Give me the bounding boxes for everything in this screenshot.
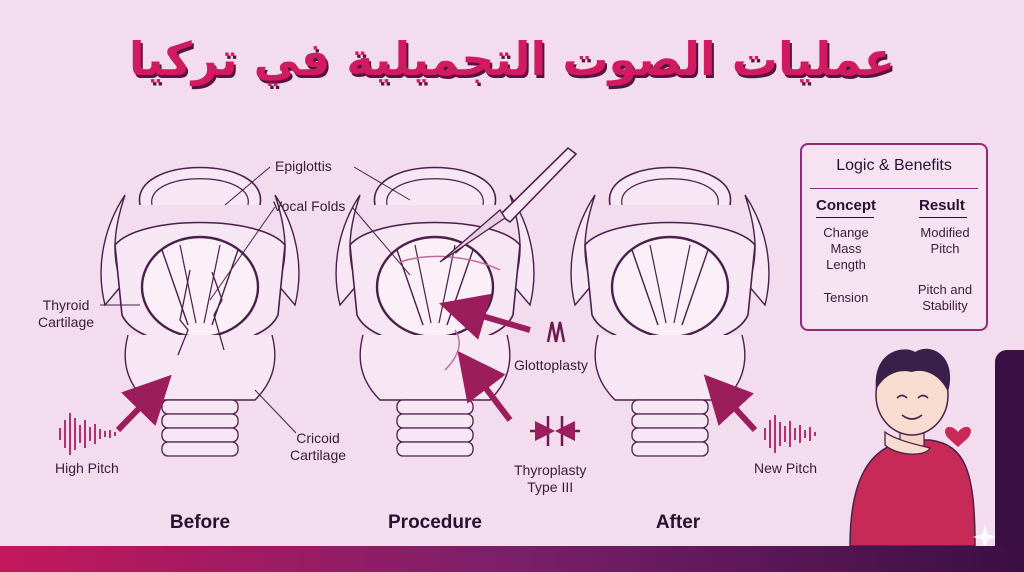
result-header: Result — [919, 197, 965, 214]
glottoplasty-icon — [546, 321, 566, 343]
row2-result: Pitch and Stability — [917, 282, 973, 313]
bottom-gradient-bar — [0, 546, 1024, 572]
row1-concept: Change Mass Length — [823, 225, 869, 272]
label-cricoid-cartilage: Cricoid Cartilage — [290, 430, 347, 463]
concept-header: Concept — [816, 197, 876, 214]
divider — [816, 217, 874, 218]
logic-title: Logic & Benefits — [836, 157, 952, 174]
label-new-pitch: New Pitch — [754, 460, 818, 476]
sparkle-icon — [973, 525, 997, 549]
larynx-before — [99, 166, 301, 458]
sound-wave-icon — [59, 413, 116, 455]
label-glottoplasty: Glottoplasty — [514, 357, 588, 373]
label-thyroplasty: Thyroplasty Type III — [514, 462, 587, 495]
divider — [919, 217, 967, 218]
row2-concept: Tension — [823, 290, 869, 305]
side-accent-bar — [995, 350, 1024, 572]
divider — [810, 188, 978, 189]
label-thyroid-cartilage: Thyroid Cartilage — [38, 297, 95, 330]
scalpel-icon — [439, 146, 578, 263]
panel-after: After — [655, 512, 701, 533]
heart-icon — [945, 426, 971, 447]
page-title: عمليات الصوت التجميلية في تركيا — [128, 32, 896, 86]
label-high-pitch: High Pitch — [55, 460, 119, 476]
thyroplasty-icon — [530, 416, 580, 446]
label-epiglottis: Epiglottis — [275, 158, 332, 174]
logic-benefits-box: Logic & Benefits Concept Result Change M… — [800, 143, 988, 331]
person-illustration — [849, 348, 976, 547]
panel-before: Before — [169, 512, 231, 533]
panel-procedure: Procedure — [388, 512, 482, 533]
row1-result: Modified Pitch — [920, 225, 970, 256]
sound-wave-icon — [764, 415, 816, 453]
label-vocal-folds: Vocal Folds — [273, 198, 346, 214]
